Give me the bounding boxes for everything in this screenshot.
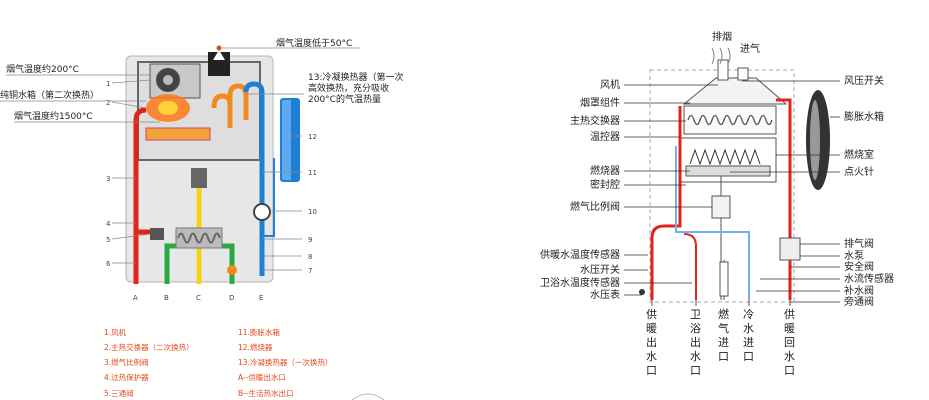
num-10: 10 — [308, 208, 317, 216]
rlabel-gas-valve: 燃气比例阀 — [570, 200, 620, 213]
bottom-label-4: 供暖回水口 — [784, 307, 795, 377]
callout-condense-2: 高效换热，充分吸收 — [308, 82, 389, 94]
hot-pipe — [133, 107, 147, 284]
burner — [145, 127, 211, 141]
right-diagram: 排烟 进气 风机 烟罩组件 主热交换器 温控器 燃烧器 密封腔 燃气比例阀 供暖… — [540, 30, 894, 308]
rlabel-burner: 燃烧器 — [590, 164, 620, 177]
num-9: 9 — [308, 236, 312, 244]
legend-b: B--生活热水出口 — [238, 388, 294, 398]
bottom-label-1: 卫浴出水口 — [690, 308, 701, 377]
cold-water-pipe — [675, 146, 750, 300]
num-2: 2 — [106, 99, 110, 107]
rlabel-igniter: 点火针 — [844, 165, 874, 178]
legend-1: 1.风机 — [104, 327, 127, 337]
port-d: D — [229, 294, 234, 302]
rlabel-thermostat: 温控器 — [590, 130, 620, 143]
hood — [682, 77, 788, 105]
pump-icon — [253, 203, 271, 221]
rlabel-fill-valve: 补水阀 — [844, 284, 874, 297]
rlabel-vent: 排气阀 — [844, 237, 874, 250]
valve-icon — [227, 265, 237, 275]
label-exhaust: 排烟 — [712, 30, 732, 43]
bottom-port-labels: 供暖出水口 卫浴出水口 燃气进口 冷水进口 供暖回水口 — [646, 307, 795, 377]
callout-copper: 纯铜水箱（第二次换热） — [0, 89, 99, 101]
callout-flue-1500: 烟气温度约1500°C — [14, 110, 93, 122]
rlabel-exp-tank: 膨胀水箱 — [844, 110, 884, 123]
callout-flue-low: 烟气温度低于50°C — [276, 37, 352, 49]
rlabel-hood: 烟罩组件 — [580, 96, 620, 109]
gas-valve — [191, 168, 207, 188]
num-12: 12 — [308, 133, 317, 141]
port-a: A — [133, 294, 138, 302]
rlabel-main-hx: 主热交换器 — [570, 114, 620, 127]
cold-pipe — [243, 81, 265, 276]
num-11: 11 — [308, 169, 317, 177]
bottom-label-3: 冷水进口 — [743, 308, 754, 363]
port-b: B — [164, 294, 169, 302]
num-8: 8 — [308, 253, 312, 261]
num-1: 1 — [106, 80, 110, 88]
num-4: 4 — [106, 220, 111, 228]
callout-condense-1: 13:冷凝换热器（第一次 — [308, 71, 404, 83]
rlabel-pump: 水泵 — [844, 250, 864, 262]
condensing-coil — [227, 83, 249, 128]
label-intake: 进气 — [740, 42, 760, 55]
legend-a: A--供暖出水口 — [238, 372, 286, 382]
rlabel-pressure-gauge: 水压表 — [590, 288, 620, 301]
rlabel-seal: 密封腔 — [590, 178, 620, 191]
plate-heat-exchanger — [175, 227, 223, 249]
rlabel-chamber: 燃烧室 — [844, 148, 874, 161]
rlabel-fan: 风机 — [600, 78, 620, 91]
bottom-label-0: 供暖出水口 — [646, 307, 657, 377]
legend-11: 11.膨胀水箱 — [238, 327, 280, 337]
legend-13: 13.冷凝换热器（一次换热） — [238, 357, 332, 367]
pump-box — [779, 237, 801, 261]
port-e: E — [259, 294, 263, 302]
rlabel-heating-sensor: 供暖水温度传感器 — [540, 248, 620, 261]
rlabel-dhw-sensor: 卫浴水温度传感器 — [540, 276, 620, 289]
legend-2: 2.主热交换器（二次换热） — [104, 342, 194, 352]
gas-proportional-valve — [711, 195, 731, 219]
rlabel-air-switch: 风压开关 — [844, 74, 884, 87]
legend-4: 4.过热保护器 — [104, 372, 149, 382]
callout-flue-200: 烟气温度约200°C — [6, 63, 79, 75]
callout-condense-3: 200°C的气温热量 — [308, 93, 381, 105]
bottom-label-2: 燃气进口 — [718, 307, 729, 363]
num-3: 3 — [106, 175, 110, 183]
rlabel-safety: 安全阀 — [844, 260, 874, 273]
port-c: C — [196, 294, 201, 302]
num-7: 7 — [308, 267, 312, 275]
rlabel-pressure-switch: 水压开关 — [580, 263, 620, 276]
rlabel-flow-sensor: 水流传感器 — [844, 272, 894, 285]
green-pipe — [164, 243, 176, 284]
num-5: 5 — [106, 236, 110, 244]
rlabel-bypass: 旁通阀 — [844, 295, 874, 308]
heating-flow-pipe — [650, 106, 682, 300]
flue-pipe — [208, 52, 230, 76]
num-6: 6 — [106, 260, 111, 268]
heating-return-pipe — [776, 98, 792, 300]
legend-3: 3.燃气比例阀 — [104, 357, 149, 367]
legend-12: 12.燃烧器 — [238, 342, 273, 352]
left-diagram: 1 2 3 4 5 6 12 11 10 9 8 7 A B C D E 烟气温… — [0, 37, 404, 400]
legend-5: 5.三通阀 — [104, 388, 134, 398]
